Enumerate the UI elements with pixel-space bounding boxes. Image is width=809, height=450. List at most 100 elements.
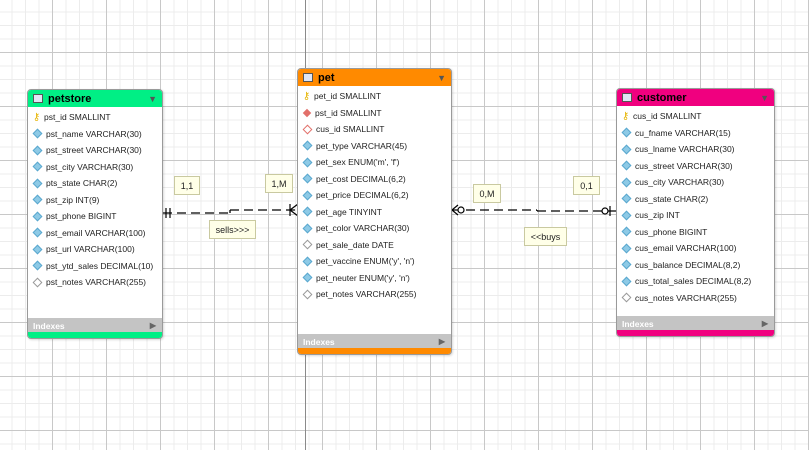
column-icon bbox=[302, 140, 313, 151]
buys-from-cardinality: 0,M bbox=[473, 184, 501, 203]
column-name: pet_vaccine ENUM('y', 'n') bbox=[316, 256, 415, 267]
column-name: pst_city VARCHAR(30) bbox=[46, 161, 134, 172]
column-name: cus_notes VARCHAR(255) bbox=[635, 292, 737, 303]
entity-footer-bar bbox=[298, 348, 451, 354]
entity-header[interactable]: customer ▼ bbox=[617, 89, 774, 106]
entity-title: pet bbox=[318, 71, 335, 84]
entity-pet[interactable]: pet ▼ ⚷pet_id SMALLINT pst_id SMALLINT cus… bbox=[297, 68, 452, 355]
column-row[interactable]: pst_url VARCHAR(100) bbox=[28, 241, 162, 258]
column-row[interactable]: pet_vaccine ENUM('y', 'n') bbox=[298, 253, 451, 270]
column-row[interactable]: cus_email VARCHAR(100) bbox=[617, 240, 774, 257]
expand-arrow-icon[interactable]: ▶ bbox=[438, 337, 445, 346]
column-name: cus_id SMALLINT bbox=[316, 124, 385, 135]
column-icon bbox=[621, 193, 632, 204]
buys-connector[interactable] bbox=[451, 204, 616, 216]
column-row[interactable]: pet_sale_date DATE bbox=[298, 237, 451, 254]
entity-title: customer bbox=[637, 91, 687, 104]
buys-relationship-label[interactable]: <<buys bbox=[524, 227, 567, 246]
column-name: cus_email VARCHAR(100) bbox=[635, 243, 737, 254]
column-row[interactable]: pet_type VARCHAR(45) bbox=[298, 138, 451, 155]
sells-connector[interactable] bbox=[163, 203, 299, 218]
entity-header[interactable]: pet ▼ bbox=[298, 69, 451, 86]
nullable-column-icon bbox=[302, 289, 313, 300]
column-name: cus_state CHAR(2) bbox=[635, 193, 709, 204]
column-name: cus_city VARCHAR(30) bbox=[635, 177, 725, 188]
column-icon bbox=[32, 145, 43, 156]
column-row[interactable]: pst_city VARCHAR(30) bbox=[28, 159, 162, 176]
sells-relationship-label[interactable]: sells>>> bbox=[209, 220, 256, 239]
column-icon bbox=[621, 210, 632, 221]
column-icon bbox=[621, 144, 632, 155]
column-list: ⚷pet_id SMALLINT pst_id SMALLINT cus_id SM… bbox=[298, 86, 451, 303]
column-row[interactable]: pst_zip INT(9) bbox=[28, 192, 162, 209]
column-row[interactable]: pst_id SMALLINT bbox=[298, 105, 451, 122]
entity-header[interactable]: petstore ▼ bbox=[28, 90, 162, 107]
column-icon bbox=[302, 190, 313, 201]
column-row[interactable]: pet_price DECIMAL(6,2) bbox=[298, 187, 451, 204]
indexes-section[interactable]: Indexes ▶ bbox=[617, 316, 774, 331]
column-row[interactable]: pet_age TINYINT bbox=[298, 204, 451, 221]
primary-key-icon: ⚷ bbox=[621, 110, 630, 122]
column-name: cus_total_sales DECIMAL(8,2) bbox=[635, 276, 752, 287]
column-icon bbox=[302, 223, 313, 234]
column-row[interactable]: cus_total_sales DECIMAL(8,2) bbox=[617, 273, 774, 290]
expand-arrow-icon[interactable]: ▶ bbox=[761, 319, 768, 328]
collapse-arrow-icon[interactable]: ▼ bbox=[148, 93, 157, 104]
column-row[interactable]: ⚷pst_id SMALLINT bbox=[28, 109, 162, 126]
column-row[interactable]: cus_street VARCHAR(30) bbox=[617, 158, 774, 175]
column-name: pet_cost DECIMAL(6,2) bbox=[316, 173, 406, 184]
column-row[interactable]: ⚷pet_id SMALLINT bbox=[298, 88, 451, 105]
column-row[interactable]: cus_phone BIGINT bbox=[617, 224, 774, 241]
column-row[interactable]: cus_lname VARCHAR(30) bbox=[617, 141, 774, 158]
indexes-section[interactable]: Indexes ▶ bbox=[28, 318, 162, 333]
column-row[interactable]: pet_cost DECIMAL(6,2) bbox=[298, 171, 451, 188]
column-icon bbox=[32, 211, 43, 222]
column-row[interactable]: pst_email VARCHAR(100) bbox=[28, 225, 162, 242]
table-icon bbox=[622, 93, 632, 102]
column-row[interactable]: pst_name VARCHAR(30) bbox=[28, 126, 162, 143]
column-row[interactable]: cu_fname VARCHAR(15) bbox=[617, 125, 774, 142]
column-name: pst_id SMALLINT bbox=[315, 107, 382, 118]
column-row[interactable]: ⚷cus_id SMALLINT bbox=[617, 108, 774, 125]
expand-arrow-icon[interactable]: ▶ bbox=[149, 321, 156, 330]
column-row[interactable]: cus_city VARCHAR(30) bbox=[617, 174, 774, 191]
column-row[interactable]: cus_notes VARCHAR(255) bbox=[617, 290, 774, 307]
collapse-arrow-icon[interactable]: ▼ bbox=[760, 92, 769, 103]
column-name: pst_ytd_sales DECIMAL(10) bbox=[46, 260, 154, 271]
entity-title: petstore bbox=[48, 92, 92, 105]
column-icon bbox=[32, 260, 43, 271]
column-name: pst_street VARCHAR(30) bbox=[46, 145, 142, 156]
column-name: pst_id SMALLINT bbox=[44, 112, 111, 123]
column-row[interactable]: cus_state CHAR(2) bbox=[617, 191, 774, 208]
indexes-section[interactable]: Indexes ▶ bbox=[298, 334, 451, 349]
column-icon bbox=[621, 243, 632, 254]
column-name: pet_sex ENUM('m', 'f') bbox=[316, 157, 400, 168]
column-name: cus_balance DECIMAL(8,2) bbox=[635, 259, 741, 270]
collapse-arrow-icon[interactable]: ▼ bbox=[437, 72, 446, 83]
primary-key-icon: ⚷ bbox=[302, 90, 311, 102]
column-row[interactable]: cus_balance DECIMAL(8,2) bbox=[617, 257, 774, 274]
column-row[interactable]: cus_id SMALLINT bbox=[298, 121, 451, 138]
column-name: cus_zip INT bbox=[635, 210, 680, 221]
column-row[interactable]: pet_color VARCHAR(30) bbox=[298, 220, 451, 237]
column-row[interactable]: pst_notes VARCHAR(255) bbox=[28, 274, 162, 291]
column-name: pet_id SMALLINT bbox=[314, 91, 382, 102]
column-row[interactable]: pet_notes VARCHAR(255) bbox=[298, 286, 451, 303]
nullable-column-icon bbox=[302, 239, 313, 250]
column-row[interactable]: pet_neuter ENUM('y', 'n') bbox=[298, 270, 451, 287]
column-icon bbox=[621, 177, 632, 188]
column-row[interactable]: cus_zip INT bbox=[617, 207, 774, 224]
column-row[interactable]: pst_street VARCHAR(30) bbox=[28, 142, 162, 159]
column-icon bbox=[302, 272, 313, 283]
column-row[interactable]: pst_ytd_sales DECIMAL(10) bbox=[28, 258, 162, 275]
column-name: pet_price DECIMAL(6,2) bbox=[316, 190, 409, 201]
column-row[interactable]: pet_sex ENUM('m', 'f') bbox=[298, 154, 451, 171]
column-row[interactable]: pst_phone BIGINT bbox=[28, 208, 162, 225]
foreign-key-icon bbox=[302, 108, 312, 117]
column-row[interactable]: pts_state CHAR(2) bbox=[28, 175, 162, 192]
column-icon bbox=[302, 173, 313, 184]
